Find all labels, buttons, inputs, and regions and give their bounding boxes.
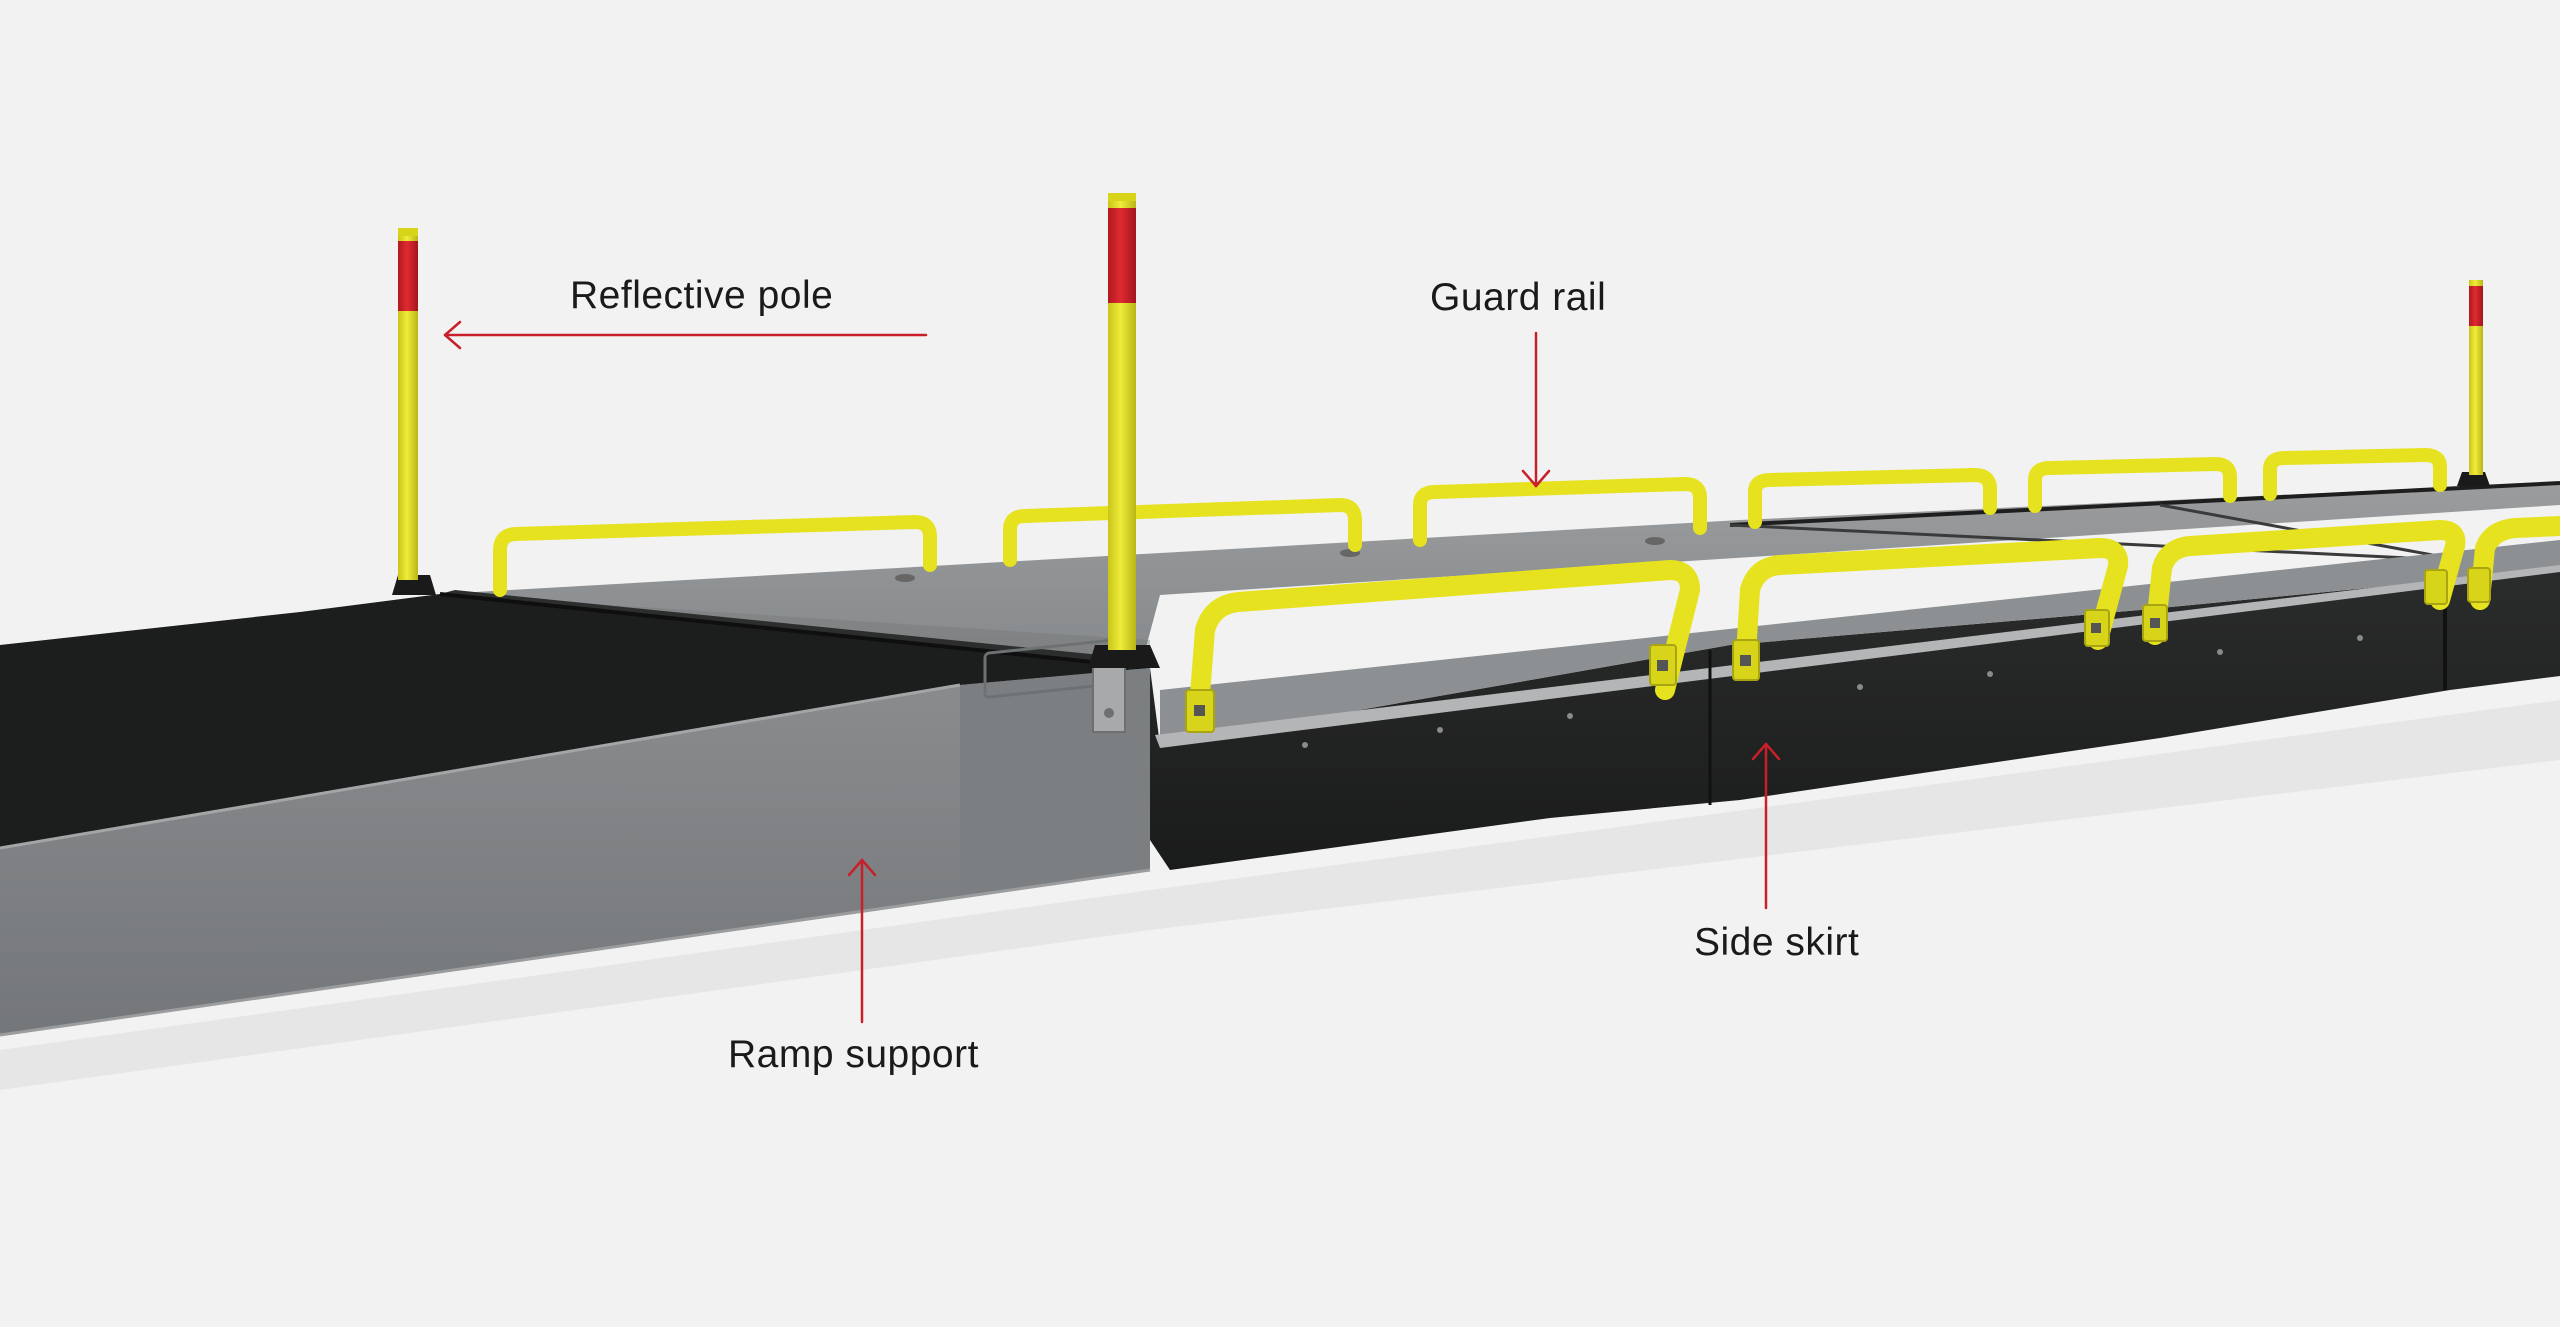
reflective-pole-right [2457, 280, 2490, 486]
side-skirt-label: Side skirt [1694, 921, 1860, 964]
back-guard-rails [493, 448, 2447, 597]
guard-rail-arrow [1521, 331, 1551, 488]
reflective-pole-center [1088, 193, 1160, 733]
reflective-pole-arrow [443, 320, 928, 350]
side-skirt-body [1150, 540, 2560, 870]
annotation-arrows [443, 320, 1781, 1024]
ground-shadow [0, 700, 2560, 1090]
side-skirt-arrow [1751, 742, 1781, 910]
ramp-support-arrow [847, 858, 877, 1024]
reflective-pole-left [392, 228, 436, 595]
front-guard-rails [1185, 516, 2560, 733]
guard-rail-label: Guard rail [1430, 276, 1607, 319]
reflective-pole-label: Reflective pole [570, 274, 834, 317]
ramp-surface [0, 590, 1151, 848]
ramp-support-label: Ramp support [728, 1033, 979, 1076]
reflective-poles [392, 193, 2490, 733]
